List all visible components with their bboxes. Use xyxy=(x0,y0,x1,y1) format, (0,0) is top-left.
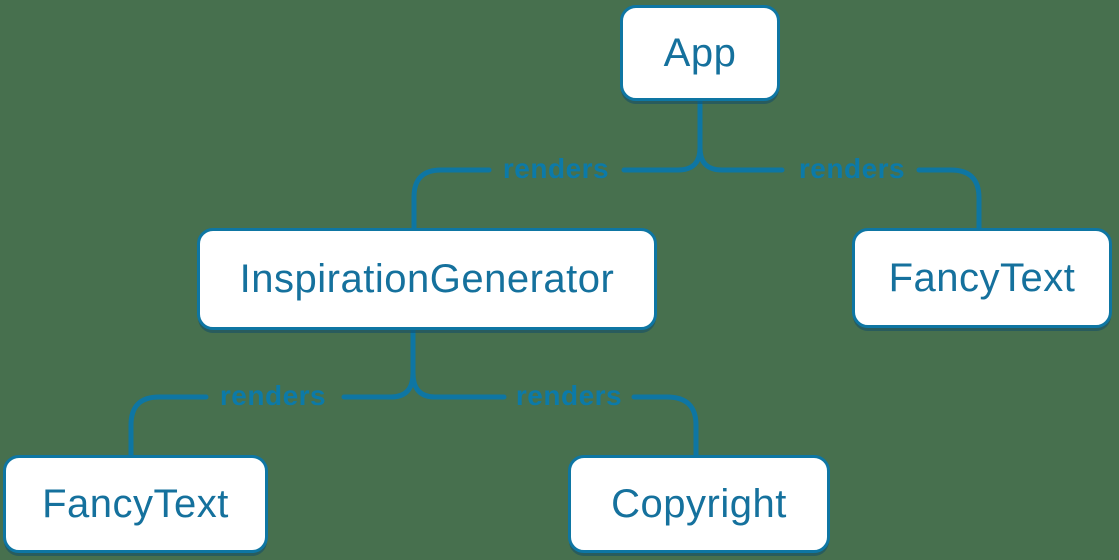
node-copyright-label: Copyright xyxy=(611,481,787,526)
edge-inspiration-stem xyxy=(341,327,507,400)
edge-inspiration-copyright xyxy=(631,394,699,458)
node-inspiration-generator: InspirationGenerator xyxy=(197,228,657,330)
edge-label-inspiration-copyright: renders xyxy=(515,380,623,411)
edge-label-app-fancy-text: renders xyxy=(798,153,906,184)
edge-app-fancy-text xyxy=(916,167,982,231)
node-app-label: App xyxy=(663,30,737,75)
edge-label-app-inspiration: renders xyxy=(502,153,610,184)
node-app: App xyxy=(620,5,780,101)
node-copyright: Copyright xyxy=(568,455,830,553)
edge-inspiration-fancy-text xyxy=(128,394,209,458)
edge-app-stem xyxy=(621,98,785,173)
node-fancy-text-right-label: FancyText xyxy=(888,255,1076,300)
node-inspiration-generator-label: InspirationGenerator xyxy=(239,256,615,301)
node-fancy-text-right: FancyText xyxy=(852,228,1112,328)
node-fancy-text-left: FancyText xyxy=(3,455,268,553)
edge-label-inspiration-fancy-text: renders xyxy=(219,380,327,411)
edge-app-inspiration xyxy=(411,167,492,231)
node-fancy-text-left-label: FancyText xyxy=(42,481,229,526)
